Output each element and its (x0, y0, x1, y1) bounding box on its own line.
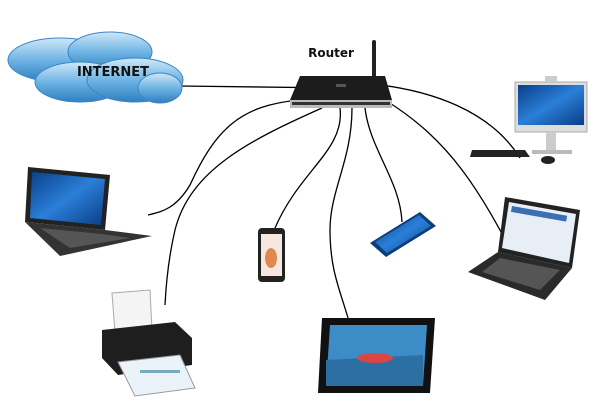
laptop-left (25, 167, 152, 256)
internet-label: INTERNET (77, 65, 149, 80)
cable-desktop (371, 83, 521, 159)
smartphone (258, 228, 285, 282)
cable-smartphone (274, 107, 341, 229)
internet-cloud: INTERNET (7, 31, 184, 104)
cable-tablet (329, 107, 353, 319)
cable-smartphone-tilted (364, 107, 403, 223)
laptop-right (468, 197, 580, 300)
desktop-computer (470, 76, 588, 164)
router-label: Router (308, 46, 354, 60)
smartphone-tilted (370, 212, 436, 257)
cable-printer (164, 107, 323, 306)
router: Router (290, 40, 392, 108)
cables (147, 83, 521, 319)
tablet (318, 318, 435, 393)
cable-laptop-left (147, 99, 301, 216)
printer (102, 289, 196, 397)
